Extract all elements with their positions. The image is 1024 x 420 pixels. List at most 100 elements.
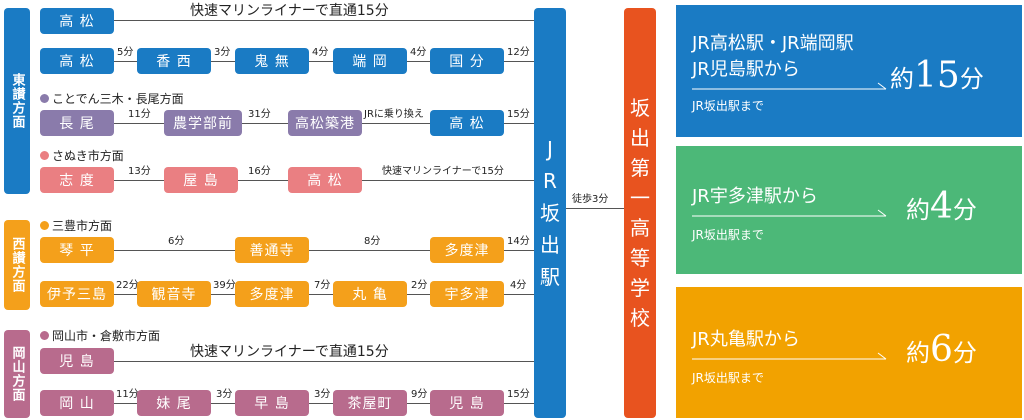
panel-to: JR坂出駅まで [692, 228, 764, 242]
arrow-icon [692, 209, 887, 217]
station-kotohira: 琴 平 [40, 237, 114, 263]
panel-time: 約4分 [906, 186, 977, 227]
station-senoo: 妹 尾 [137, 390, 211, 416]
station-takamatsu: 高 松 [288, 167, 362, 193]
station-utazu: 宇多津 [430, 281, 504, 307]
panel-from-line: JR児島駅から [692, 59, 800, 80]
panel-to: JR坂出駅まで [692, 371, 764, 385]
station-char: 駅 [540, 265, 560, 289]
travel-time: 11分 [116, 389, 139, 400]
pink-dot-icon [40, 151, 49, 160]
orange-dot-icon [40, 221, 49, 230]
direct-note: 快速マリンライナーで直通15分 [190, 3, 389, 19]
travel-time: 4分 [510, 280, 527, 291]
school-char: 高 [630, 216, 650, 240]
station-kinashi: 鬼 無 [235, 48, 309, 74]
travel-time: 3分 [214, 47, 231, 58]
subhead-okayama: 岡山市・倉敷市方面 [40, 327, 160, 344]
travel-time: 12分 [507, 47, 530, 58]
school-char: 校 [630, 306, 650, 330]
station-takamatsu-chikko: 高松築港 [288, 110, 362, 136]
subhead-kotoden: ことでん三木・長尾方面 [40, 90, 184, 107]
station-iyomishima: 伊予三島 [40, 281, 114, 307]
station-zentsuji: 善通寺 [235, 237, 309, 263]
panel-utazu: JR宇多津駅から JR坂出駅まで 約4分 [676, 146, 1022, 274]
region-east-label: 東讃方面 [4, 8, 30, 194]
panel-from-line: JR丸亀駅から [692, 329, 800, 350]
panel-from-line: JR高松駅・JR端岡駅 [692, 33, 854, 54]
travel-time: 16分 [248, 166, 271, 177]
mauve-dot-icon [40, 331, 49, 340]
station-char: 出 [540, 233, 560, 257]
walk-time: 徒歩3分 [572, 194, 609, 205]
time-prefix: 約 [906, 339, 930, 367]
panel-to: JR坂出駅まで [692, 99, 764, 113]
travel-time: 4分 [312, 47, 329, 58]
region-okayama-label: 岡山方面 [4, 330, 30, 418]
time-number: 15 [914, 55, 960, 96]
station-shido: 志 度 [40, 167, 114, 193]
time-unit: 分 [952, 339, 977, 367]
travel-time: 3分 [314, 389, 331, 400]
travel-time: 14分 [507, 236, 530, 247]
time-unit: 分 [959, 65, 984, 93]
arrow-icon [692, 352, 887, 360]
station-nagao: 長 尾 [40, 110, 114, 136]
station-char: J [547, 137, 553, 161]
station-char: 坂 [540, 201, 560, 225]
school-char: 等 [630, 246, 650, 270]
station-kanonji: 観音寺 [137, 281, 211, 307]
station-nogakubumae: 農学部前 [164, 110, 242, 136]
direct-note: 快速マリンライナーで直通15分 [190, 344, 389, 360]
sakaide-daiichi-high-school: 坂 出 第 一 高 等 学 校 [624, 8, 656, 418]
panel-time: 約15分 [890, 55, 984, 96]
station-kojima: 児 島 [430, 390, 504, 416]
station-char: R [543, 169, 557, 193]
time-prefix: 約 [906, 196, 930, 224]
panel-marugame: JR丸亀駅から JR坂出駅まで 約6分 [676, 287, 1022, 418]
station-hashioka: 端 岡 [333, 48, 407, 74]
jr-sakaide-station: J R 坂 出 駅 [534, 8, 566, 418]
arrow-icon [692, 82, 887, 90]
subhead-label: 三豊市方面 [52, 219, 113, 233]
travel-time: 8分 [364, 236, 381, 247]
subhead-label: さぬき市方面 [52, 149, 124, 163]
station-takamatsu: 高 松 [430, 110, 504, 136]
liner-note: 快速マリンライナーで15分 [382, 166, 504, 177]
travel-time: 31分 [248, 109, 271, 120]
travel-time: 39分 [213, 280, 236, 291]
station-chayamachi: 茶屋町 [333, 390, 407, 416]
travel-time: 15分 [507, 389, 530, 400]
travel-time: 5分 [117, 47, 134, 58]
travel-time: 2分 [411, 280, 428, 291]
purple-dot-icon [40, 94, 49, 103]
station-hayashima: 早 島 [235, 390, 309, 416]
travel-time: 22分 [116, 280, 139, 291]
station-kozai: 香 西 [137, 48, 211, 74]
travel-time: 15分 [507, 109, 530, 120]
subhead-label: 岡山市・倉敷市方面 [52, 329, 161, 343]
time-number: 4 [930, 186, 953, 227]
school-char: 学 [630, 276, 650, 300]
panel-takamatsu-kojima: JR高松駅・JR端岡駅 JR児島駅から JR坂出駅まで 約15分 [676, 5, 1022, 137]
school-char: 出 [630, 126, 650, 150]
station-takamatsu: 高 松 [40, 8, 114, 34]
station-kokubu: 国 分 [430, 48, 504, 74]
station-marugame: 丸 亀 [333, 281, 407, 307]
panel-time: 約6分 [906, 329, 977, 370]
station-tadotsu: 多度津 [430, 237, 504, 263]
station-okayama: 岡 山 [40, 390, 114, 416]
time-prefix: 約 [890, 65, 914, 93]
panel-from-line: JR宇多津駅から [692, 186, 818, 207]
region-west-label: 西讃方面 [4, 220, 30, 310]
station-kojima: 児 島 [40, 348, 114, 374]
transfer-note: JRに乗り換え [364, 109, 424, 120]
school-char: 一 [630, 186, 650, 210]
subhead-sanuki: さぬき市方面 [40, 147, 124, 164]
station-takamatsu: 高 松 [40, 48, 114, 74]
time-unit: 分 [952, 196, 977, 224]
subhead-label: ことでん三木・長尾方面 [52, 92, 184, 106]
school-char: 坂 [630, 96, 650, 120]
subhead-mitoyo: 三豊市方面 [40, 217, 112, 234]
travel-time: 6分 [168, 236, 185, 247]
